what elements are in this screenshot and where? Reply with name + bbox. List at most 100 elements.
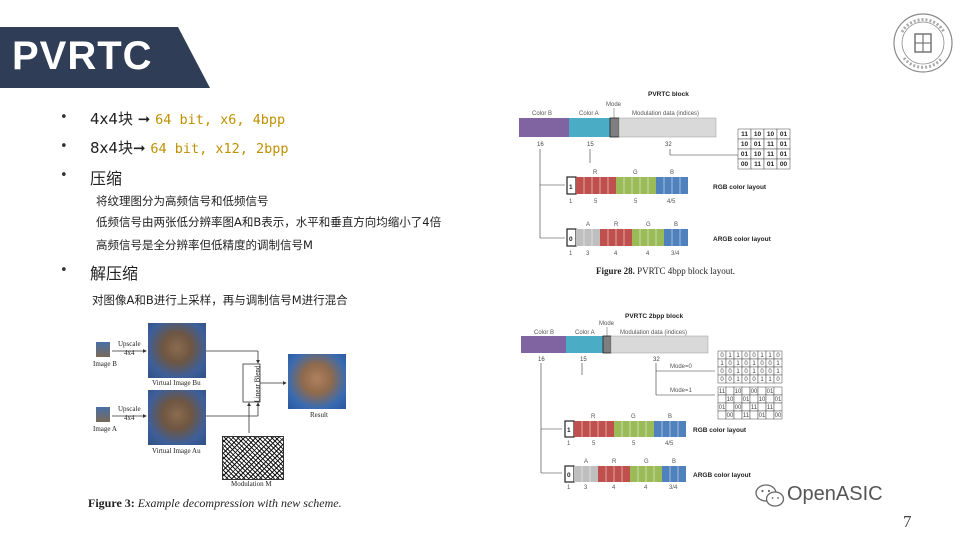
fig2bpp-rgb-size-2: 5 (592, 441, 596, 447)
fig28-argb-label-r: R (614, 222, 619, 228)
fig2bpp-bit-value: 0 (744, 361, 748, 367)
fig28-title: PVRTC block (648, 91, 689, 98)
figure-28-caption-bold: Figure 28. (596, 266, 635, 276)
fig2bpp-bit-value: 1 (752, 361, 756, 367)
fig2bpp-idx-cell (773, 402, 783, 412)
fig28-matrix-value: 10 (754, 131, 762, 138)
fig2bpp-field-mode: Mode (599, 321, 615, 327)
fig2bpp-idx-value: 01 (775, 397, 782, 403)
bullet-value: 64 bit, x12, 2bpp (150, 141, 289, 157)
fig28-argb-label-b: B (674, 222, 678, 228)
fig2bpp-idx-value: 10 (759, 397, 766, 403)
compress-line-3: 高频信号是全分辨率但低精度的调制信号M (96, 238, 313, 252)
fig28-color-a-block (569, 118, 610, 137)
image-a-thumbnail (96, 407, 110, 422)
fig2bpp-color-b-block (521, 336, 566, 353)
fig2bpp-bit-value: 0 (720, 377, 724, 383)
fig28-bits-b: 16 (537, 142, 544, 148)
fig2bpp-bits-a: 15 (580, 357, 587, 363)
fig2bpp-argb-b (662, 466, 686, 482)
fig2bpp-mode-block (602, 335, 612, 354)
fig2bpp-idx-value: 10 (727, 397, 734, 403)
fig2bpp-idx-cell (773, 386, 783, 396)
fig2bpp-idx-cell (717, 394, 727, 404)
fig28-rgb-layout-label: RGB color layout (713, 184, 767, 191)
figure-2bpp-diagram: PVRTC 2bpp block Color B Color A Mode Mo… (521, 313, 783, 491)
fig2bpp-bit-value: 1 (736, 353, 740, 359)
fig2bpp-bit-value: 0 (728, 377, 732, 383)
fig2bpp-idx-cell (749, 410, 759, 420)
fig2bpp-idx-cell (741, 402, 751, 412)
fig2bpp-bit-value: 1 (736, 369, 740, 375)
fig2bpp-argb-dividers (581, 466, 679, 482)
linear-blend-label: Linear Blend (253, 365, 262, 403)
fig28-matrix-value: 01 (767, 161, 775, 168)
modulation-image (222, 436, 284, 480)
fig28-rgb-size-4: 4/5 (667, 199, 676, 205)
fig2bpp-idx-value: 01 (759, 413, 766, 419)
fig2bpp-rgb-layout-label: RGB color layout (693, 427, 747, 434)
fig2bpp-mode1: Mode=1 (670, 388, 693, 394)
fig2bpp-bit-value: 0 (760, 369, 764, 375)
fig2bpp-rgb-dividers (581, 421, 679, 437)
fig2bpp-idx-value: 11 (767, 405, 774, 411)
fig2bpp-bit-value: 1 (736, 361, 740, 367)
figure-3-diagram: Image B Image A Upscale 4x4 Upscale 4x4 … (88, 318, 368, 488)
bullet-label: 4x4块 ➞ (90, 110, 156, 128)
fig28-argb-b (664, 229, 688, 246)
fig2bpp-argb-size-5: 3/4 (669, 485, 678, 491)
fig2bpp-argb-label-r: R (612, 459, 617, 465)
fig28-argb-size-1: 1 (569, 251, 573, 257)
fig2bpp-idx-value: 00 (735, 405, 742, 411)
fig28-argb-size-2: 3 (586, 251, 590, 257)
fig2bpp-argb-label-g: G (644, 459, 649, 465)
bullet-value: 64 bit, x6, 4bpp (155, 112, 286, 128)
fig28-field-color-b: Color B (532, 111, 552, 117)
fig28-matrix-value: 00 (741, 161, 749, 168)
fig28-modulation-block (618, 117, 717, 138)
fig2bpp-idx-cell (773, 410, 783, 420)
fig28-rgb-size-3: 5 (634, 199, 638, 205)
result-label: Result (310, 411, 328, 419)
fig2bpp-title: PVRTC 2bpp block (625, 313, 684, 320)
fig2bpp-bit-value: 1 (728, 353, 732, 359)
fig28-argb-label-a: A (586, 222, 590, 228)
fig2bpp-field-modulation: Modulation data (indices) (620, 330, 687, 336)
fig2bpp-idx-cell (733, 410, 743, 420)
fig28-argb-label-g: G (646, 222, 651, 228)
fig28-rgb-dividers (583, 177, 681, 194)
slide-title: PVRTC (12, 34, 153, 78)
fig28-argb-size-4: 4 (646, 251, 650, 257)
virtual-b-label: Virtual Image Bu (152, 379, 201, 387)
fig2bpp-idx-value: 00 (727, 413, 734, 419)
fig2bpp-idx-value: 01 (719, 405, 726, 411)
fig2bpp-bits-mod: 32 (653, 357, 660, 363)
fig2bpp-idx-cell (725, 402, 735, 412)
fig28-argb-layout-label: ARGB color layout (713, 236, 772, 243)
bullet-4x4: 4x4块 ➞ 64 bit, x6, 4bpp (90, 108, 285, 129)
virtual-image-b (148, 323, 206, 378)
upscale-label-a: Upscale (118, 405, 141, 413)
figure-28-caption-text: PVRTC 4bpp block layout. (637, 266, 736, 276)
virtual-image-a (148, 390, 206, 445)
fig28-matrix-value: 01 (780, 151, 788, 158)
fig28-rgb-size-2: 5 (594, 199, 598, 205)
fig2bpp-bit-value: 0 (752, 353, 756, 359)
fig2bpp-field-color-b: Color B (534, 330, 554, 336)
fig2bpp-idx-value: 11 (743, 413, 750, 419)
fig2bpp-argb-layout-label: ARGB color layout (693, 472, 752, 479)
fig28-matrix-value: 00 (780, 161, 788, 168)
fig2bpp-argb-flag: 0 (567, 472, 571, 479)
decompress-line-1: 对图像A和B进行上采样，再与调制信号M进行混合 (92, 293, 348, 307)
fig2bpp-rgb-size-4: 4/5 (665, 441, 674, 447)
fig2bpp-bit-value: 0 (720, 353, 724, 359)
fig28-rgb-label-b: B (670, 170, 674, 176)
title-banner (0, 27, 210, 88)
fig2bpp-modulation-block (610, 335, 709, 354)
figure-3-caption-text: Example decompression with new scheme. (137, 496, 342, 510)
bullet-compress: 压缩 (90, 169, 123, 188)
figure-3-caption-bold: Figure 3: (88, 496, 135, 510)
upscale-factor-a: 4x4 (124, 414, 135, 422)
fig28-matrix-cell (776, 158, 791, 170)
